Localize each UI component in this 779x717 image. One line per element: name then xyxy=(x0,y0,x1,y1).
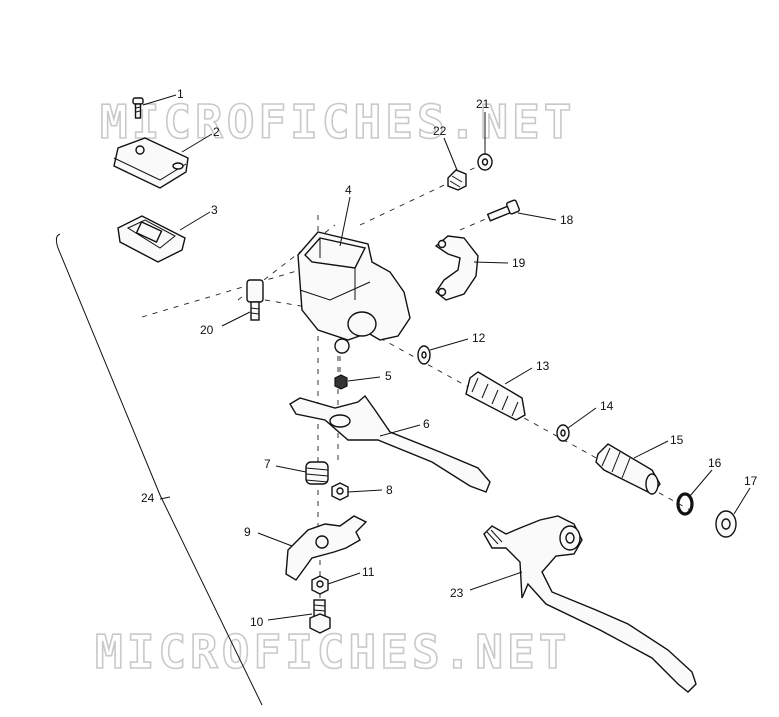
part-4-master-cylinder xyxy=(297,231,411,354)
callout-13: 13 xyxy=(504,359,550,385)
callout-22-label: 22 xyxy=(433,124,447,138)
callout-10: 10 xyxy=(250,613,313,629)
callout-11-label: 11 xyxy=(362,565,375,579)
watermark-bottom: MICROFICHES.NET xyxy=(95,625,570,679)
callout-4: 4 xyxy=(339,183,352,247)
callout-20: 20 xyxy=(200,311,251,337)
callout-9-label: 9 xyxy=(244,525,251,539)
callout-18: 18 xyxy=(517,212,574,227)
callout-23: 23 xyxy=(450,571,523,600)
callout-22: 22 xyxy=(433,124,458,171)
part-23-lever-assembly xyxy=(483,515,697,693)
callout-4-label: 4 xyxy=(345,183,352,197)
assembly-axis-lines xyxy=(141,162,691,610)
part-16-o-ring xyxy=(676,492,694,516)
callout-10-label: 10 xyxy=(250,615,264,629)
part-21-cap xyxy=(477,153,493,171)
callout-21-label: 21 xyxy=(476,97,490,111)
callout-5: 5 xyxy=(347,369,392,383)
part-13-piston-spring xyxy=(465,371,526,421)
part-3-diaphragm xyxy=(117,215,186,263)
callout-3: 3 xyxy=(179,203,218,231)
callout-17-label: 17 xyxy=(744,474,758,488)
callout-1: 1 xyxy=(142,87,184,106)
callout-3-label: 3 xyxy=(211,203,218,217)
callout-24: 24 xyxy=(141,491,171,505)
part-20-bolt xyxy=(246,279,264,321)
part-5-nut xyxy=(334,374,348,390)
callout-19: 19 xyxy=(473,256,526,270)
part-17-washer xyxy=(715,510,737,538)
callout-16-label: 16 xyxy=(708,456,722,470)
callout-13-label: 13 xyxy=(536,359,550,373)
watermark-top: MICROFICHES.NET xyxy=(100,95,575,149)
callout-19-label: 19 xyxy=(512,256,526,270)
callout-20-label: 20 xyxy=(200,323,214,337)
callout-5-label: 5 xyxy=(385,369,392,383)
callout-6: 6 xyxy=(379,417,430,437)
callout-15-label: 15 xyxy=(670,433,684,447)
callout-8-label: 8 xyxy=(386,483,393,497)
part-2-reservoir-cover xyxy=(113,137,189,189)
part-19-clamp xyxy=(434,235,479,301)
callout-9: 9 xyxy=(244,525,293,547)
callout-8: 8 xyxy=(347,483,393,497)
part-14-washer xyxy=(556,424,570,442)
callout-14: 14 xyxy=(567,399,614,429)
callout-18-label: 18 xyxy=(560,213,574,227)
part-1-screw xyxy=(132,97,144,119)
callout-11: 11 xyxy=(327,565,375,585)
callout-7-label: 7 xyxy=(264,457,271,471)
callout-7: 7 xyxy=(264,457,307,473)
assembly-bracket xyxy=(55,233,263,706)
part-11-nut xyxy=(311,575,329,595)
callout-16: 16 xyxy=(689,456,722,497)
callout-2-label: 2 xyxy=(213,125,220,139)
callout-2: 2 xyxy=(181,125,220,153)
part-15-piston xyxy=(595,443,661,495)
callout-21: 21 xyxy=(476,97,490,154)
part-6-brake-lever xyxy=(289,394,491,493)
callout-12-label: 12 xyxy=(472,331,486,345)
callout-15: 15 xyxy=(633,433,684,459)
part-22-bleeder xyxy=(447,169,467,191)
callout-17: 17 xyxy=(733,474,758,515)
callout-14-label: 14 xyxy=(600,399,614,413)
callout-23-label: 23 xyxy=(450,586,464,600)
part-7-spring xyxy=(305,461,329,485)
callout-24-label: 24 xyxy=(141,491,155,505)
part-12-washer xyxy=(417,345,431,365)
part-8-nut xyxy=(331,482,349,501)
callout-6-label: 6 xyxy=(423,417,430,431)
part-18-bolt xyxy=(486,199,520,222)
callout-12: 12 xyxy=(429,331,486,351)
part-10-bolt xyxy=(309,599,331,634)
part-9-bracket xyxy=(285,515,368,581)
callout-1-label: 1 xyxy=(177,87,184,101)
